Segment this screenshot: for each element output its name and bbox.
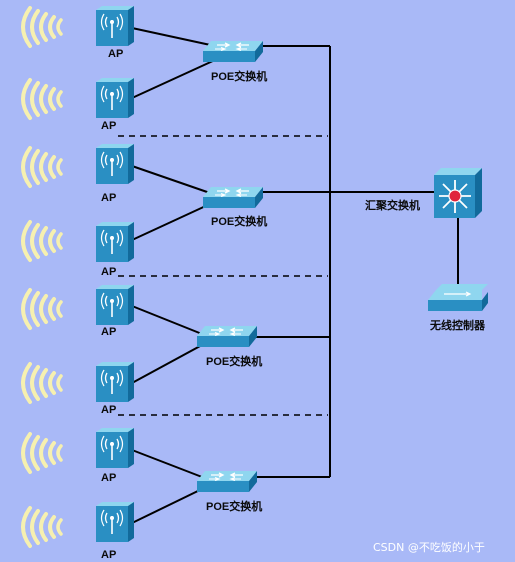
- poe-switches: POE交换机 POE交换机 POE交换机 POE交换机: [196, 40, 267, 513]
- wifi-wave-icon: [21, 78, 63, 120]
- group-separators: [118, 135, 328, 416]
- wifi-waves: [21, 6, 63, 548]
- link-ap4-poe2: [131, 203, 211, 241]
- wifi-wave-icon: [21, 220, 63, 262]
- ap-label: AP: [101, 266, 116, 278]
- access-point-icon: [95, 427, 135, 469]
- poe-switch-label: POE交换机: [211, 69, 267, 83]
- access-point-icon: [95, 284, 135, 326]
- access-point-icon: [95, 5, 135, 47]
- poe-switch-label: POE交换机: [211, 214, 267, 228]
- ap-label: AP: [101, 192, 116, 204]
- access-point-icon: [95, 77, 135, 119]
- aggregation-switch-icon: [434, 168, 482, 218]
- ap-label: AP: [101, 326, 116, 338]
- wifi-wave-icon: [21, 362, 63, 404]
- wifi-wave-icon: [21, 506, 63, 548]
- link-ap7-poe4: [131, 449, 203, 478]
- wifi-wave-icon: [21, 432, 63, 474]
- wiring: [131, 27, 459, 524]
- poe-switch-label: POE交换机: [206, 499, 262, 513]
- access-point-icon: [95, 361, 135, 403]
- link-ap1-poe1: [131, 27, 216, 47]
- ap-label: AP: [101, 472, 116, 484]
- wifi-wave-icon: [21, 146, 63, 188]
- poe-switch-icon: [196, 325, 258, 348]
- poe-switch-label: POE交换机: [206, 354, 262, 368]
- access-point-icon: [95, 501, 135, 543]
- access-point-icon: [95, 143, 135, 185]
- link-ap3-poe2: [131, 165, 211, 194]
- link-ap2-poe1: [131, 59, 216, 99]
- poe-switch-icon: [196, 470, 258, 493]
- ap-label: AP: [101, 404, 116, 416]
- wireless-controller-icon: [428, 284, 488, 311]
- poe-switch-icon: [202, 40, 264, 63]
- wifi-wave-icon: [21, 6, 63, 48]
- link-ap6-poe3: [131, 344, 203, 384]
- ap-label: AP: [108, 48, 123, 60]
- ap-labels: AP AP AP AP AP AP AP AP: [101, 48, 123, 561]
- aggregation-switch-label: 汇聚交换机: [365, 198, 420, 212]
- link-ap5-poe3: [131, 305, 203, 335]
- wifi-wave-icon: [21, 288, 63, 330]
- link-ap8-poe4: [131, 488, 203, 524]
- ap-label: AP: [101, 549, 116, 561]
- access-point-icon: [95, 221, 135, 263]
- watermark: CSDN @不吃饭的小于: [373, 540, 485, 554]
- poe-switch-icon: [202, 186, 264, 209]
- ap-label: AP: [101, 120, 116, 132]
- wireless-controller-label: 无线控制器: [429, 318, 486, 332]
